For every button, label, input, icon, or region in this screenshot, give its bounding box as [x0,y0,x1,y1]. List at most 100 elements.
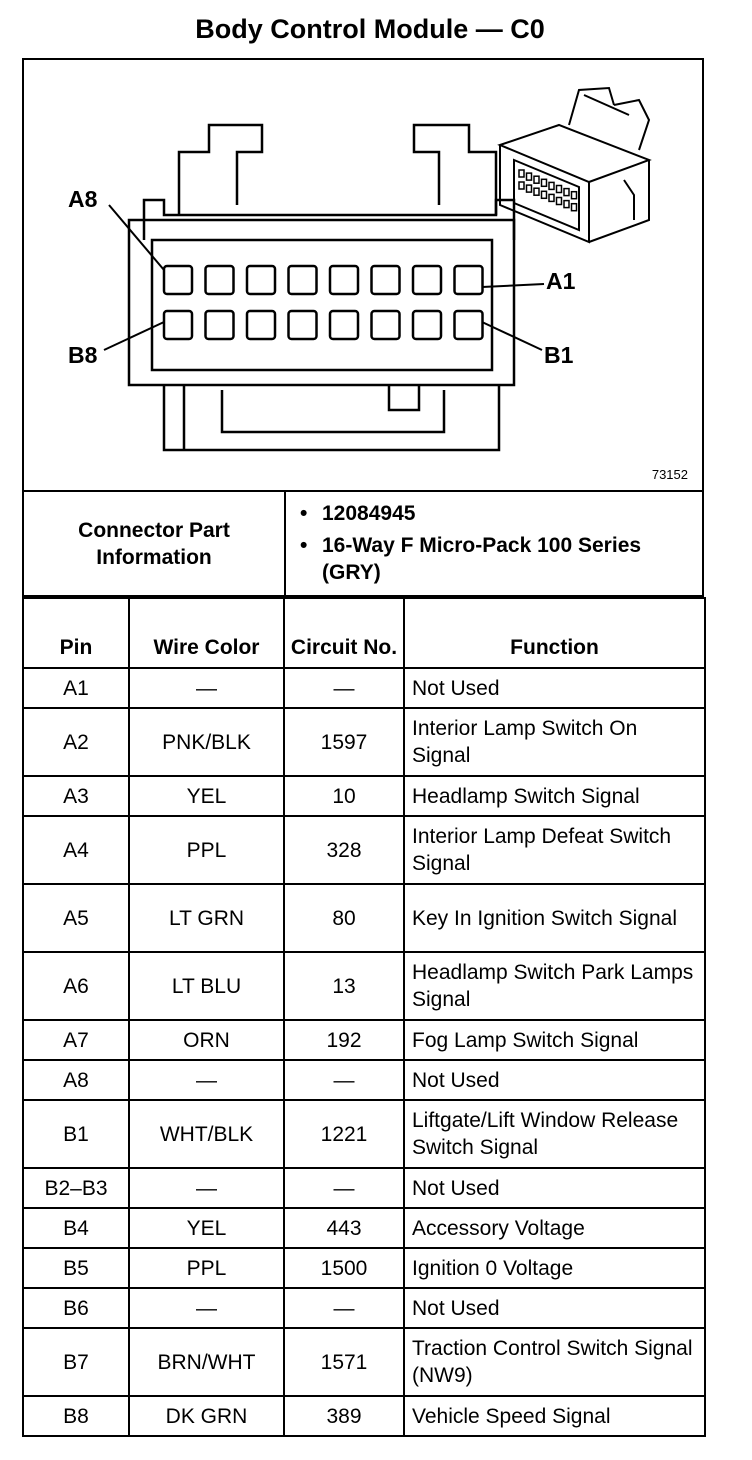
cell-circuit-no: 192 [283,1019,405,1061]
cell-circuit-no: 80 [283,883,405,953]
pin-cavities [162,264,484,341]
cell-wire-color: PPL [128,815,285,885]
cell-function: Headlamp Switch Signal [403,775,706,817]
cell-function: Not Used [403,667,706,709]
cell-function: Accessory Voltage [403,1207,706,1249]
iso-pin-hole [518,169,525,178]
pin-cavity [204,264,235,296]
cell-pin: A8 [22,1059,130,1101]
cell-wire-color: WHT/BLK [128,1099,285,1169]
cell-circuit-no: 443 [283,1207,405,1249]
connector-face-drawing [103,86,652,452]
connector-part-number: 12084945 [288,500,702,527]
cell-function: Liftgate/Lift Window Release Switch Sign… [403,1099,706,1169]
table-row: B6——Not Used [22,1287,706,1329]
cell-pin: A2 [22,707,130,777]
cell-pin: A5 [22,883,130,953]
iso-pin-hole [555,184,563,194]
cell-circuit-no: 10 [283,775,405,817]
label-b8: B8 [68,342,98,368]
header-circuit-no: Circuit No. [283,597,405,669]
iso-pin-hole [533,187,540,196]
table-row: B2–B3——Not Used [22,1167,706,1209]
cell-wire-color: LT GRN [128,883,285,953]
cell-circuit-no: 1221 [283,1099,405,1169]
cell-wire-color: PPL [128,1247,285,1289]
iso-pin-hole [540,190,548,200]
iso-pin-hole [548,193,555,203]
header-function: Function [403,597,706,669]
cell-circuit-no: 1500 [283,1247,405,1289]
cell-wire-color: DK GRN [128,1395,285,1437]
pin-cavity [328,264,360,296]
table-row: A1——Not Used [22,667,706,709]
cell-function: Vehicle Speed Signal [403,1395,706,1437]
cell-circuit-no: 389 [283,1395,405,1437]
cell-function: Ignition 0 Voltage [403,1247,706,1289]
iso-pin-hole [555,196,563,206]
pin-cavity [328,309,360,341]
cell-wire-color: — [128,1167,285,1209]
connector-iso-icon [497,86,652,244]
iso-pin-hole [548,181,555,191]
connector-info-table: Connector Part Information 12084945 16-W… [22,492,704,597]
leader-b8 [103,321,165,351]
pin-cavity [162,309,194,341]
pin-cavity [204,309,235,341]
connector-description: 16-Way F Micro-Pack 100 Series (GRY) [288,532,702,586]
cell-pin: B4 [22,1207,130,1249]
cell-function: Key In Ignition Switch Signal [403,883,706,953]
pin-cavity [370,309,401,341]
cell-wire-color: ORN [128,1019,285,1061]
cell-circuit-no: 13 [283,951,405,1021]
pin-cavity [245,264,277,296]
cell-wire-color: YEL [128,1207,285,1249]
cell-function: Not Used [403,1059,706,1101]
pin-cavity [287,309,318,341]
leader-a8 [108,204,165,271]
leader-b1 [481,321,543,351]
iso-pin-hole [570,190,578,200]
cell-pin: B5 [22,1247,130,1289]
label-b1: B1 [544,342,574,368]
cell-pin: B6 [22,1287,130,1329]
cell-pin: A1 [22,667,130,709]
cell-function: Fog Lamp Switch Signal [403,1019,706,1061]
cell-wire-color: PNK/BLK [128,707,285,777]
cell-pin: A4 [22,815,130,885]
iso-pin-hole [518,181,525,190]
cell-wire-color: — [128,1059,285,1101]
cell-pin: B8 [22,1395,130,1437]
header-pin: Pin [22,597,130,669]
iso-pin-hole [533,175,540,184]
cell-function: Not Used [403,1287,706,1329]
cell-wire-color: — [128,1287,285,1329]
cell-function: Traction Control Switch Signal (NW9) [403,1327,706,1397]
iso-pin-hole [525,184,533,193]
cell-pin: B2–B3 [22,1167,130,1209]
pin-cavity [411,264,443,296]
iso-pin-hole [525,172,533,181]
cell-wire-color: LT BLU [128,951,285,1021]
cell-wire-color: YEL [128,775,285,817]
pin-cavity [370,264,401,296]
cell-pin: B1 [22,1099,130,1169]
iso-pin-hole [563,187,570,197]
cell-function: Not Used [403,1167,706,1209]
page-title: Body Control Module — C0 [195,14,545,44]
cell-pin: A7 [22,1019,130,1061]
cell-circuit-no: — [283,1287,405,1329]
cell-pin: A3 [22,775,130,817]
cell-circuit-no: 1597 [283,707,405,777]
table-header-row: Pin Wire Color Circuit No. Function [22,597,706,669]
connector-diagram: A8 A1 B8 B1 73152 [22,58,704,492]
label-a8: A8 [68,186,98,212]
cell-circuit-no: 328 [283,815,405,885]
